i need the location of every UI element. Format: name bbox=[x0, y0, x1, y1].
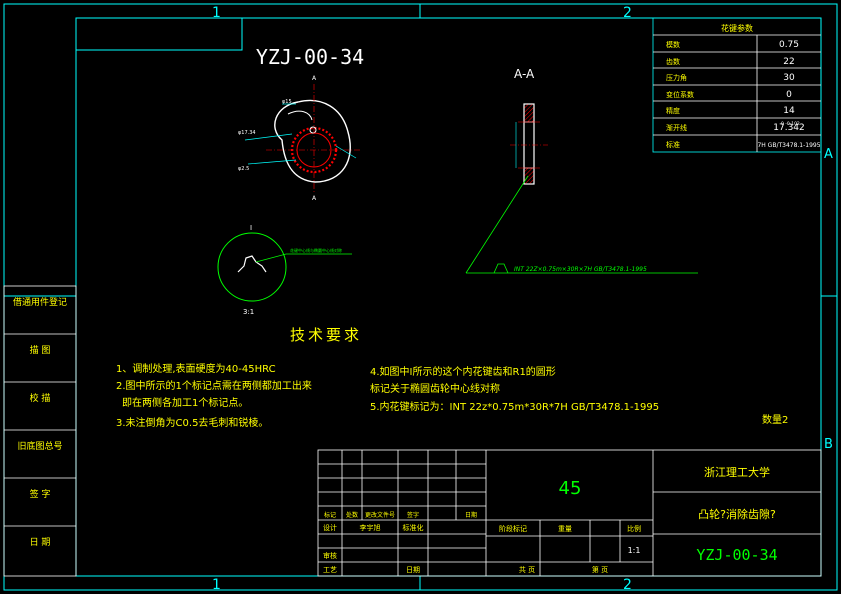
tech-item-5: 4.如图中I所示的这个内花键齿和R1的圆形 bbox=[370, 365, 556, 378]
tb-process: 工艺 bbox=[323, 566, 337, 574]
spline-row-value: 0 bbox=[786, 90, 792, 100]
tb-scale: 1:1 bbox=[628, 546, 641, 555]
tech-item-1: 1、调制处理,表面硬度为40-45HRC bbox=[116, 362, 276, 375]
left-strip-label: 旧底图总号 bbox=[17, 440, 62, 452]
detail-label-top: I bbox=[250, 224, 252, 232]
code-box bbox=[75, 17, 243, 51]
dim-small: φ2.5 bbox=[238, 166, 249, 172]
tb-row-label: 标记 bbox=[324, 511, 336, 519]
cam-outline bbox=[274, 99, 351, 183]
tb-row-label: 处数 bbox=[346, 511, 358, 519]
spline-row-label: 精度 bbox=[666, 106, 680, 115]
spline-row-value: 14 bbox=[783, 106, 795, 116]
tb-ratio: 比例 bbox=[627, 524, 641, 533]
spline-row-value: 7H GB/T3478.1-1995 bbox=[757, 142, 820, 149]
zone-bottom-1: 1 bbox=[212, 577, 221, 593]
spline-row-label: 标准 bbox=[666, 140, 680, 149]
spline-row-value: 22 bbox=[783, 57, 794, 67]
zone-bottom-2: 2 bbox=[623, 577, 632, 593]
detail-callout: 花键中心线与椭圆中心线对称 bbox=[290, 247, 342, 253]
tb-sheet: 第 页 bbox=[592, 565, 608, 574]
tech-item-3: 即在两侧各加工1个标记点。 bbox=[122, 396, 248, 409]
title-block-grid bbox=[317, 449, 822, 577]
dim-width: φ15 bbox=[282, 99, 292, 105]
marker-hole bbox=[309, 126, 317, 134]
tb-stage-mark: 阶段标记 bbox=[499, 524, 527, 533]
cam-inner-notch bbox=[287, 110, 313, 121]
tech-title: 技术要求 bbox=[290, 326, 362, 344]
spline-tolerance: 0 -0.102 bbox=[781, 121, 800, 127]
spline-row-value: 17.342 bbox=[773, 123, 805, 133]
tb-date: 日期 bbox=[406, 566, 420, 574]
left-strip-label: 日 期 bbox=[30, 537, 51, 548]
left-strip-label: 签 字 bbox=[30, 488, 51, 500]
mirror-code: YZJ-00-34 bbox=[256, 45, 364, 69]
sheet-frame bbox=[3, 3, 838, 591]
zone-right-b: B bbox=[824, 437, 833, 452]
tb-design: 设计 bbox=[323, 523, 337, 532]
tb-row-label: 日期 bbox=[465, 511, 477, 519]
spline-row-label: 齿数 bbox=[666, 57, 680, 66]
tb-weight: 重量 bbox=[558, 525, 572, 533]
zone-top-1: 1 bbox=[212, 5, 221, 21]
detail-circle bbox=[217, 232, 287, 302]
tech-item-7: 5.内花键标记为：INT 22z*0.75m*30R*7H GB/T3478.1… bbox=[370, 400, 659, 413]
spline-table-title: 花键参数 bbox=[721, 23, 753, 33]
tech-item-2: 2.图中所示的1个标记点需在两侧都加工出来 bbox=[116, 379, 312, 392]
left-strip bbox=[3, 285, 77, 577]
tb-part-name: 凸轮?消除齿隙? bbox=[698, 507, 776, 521]
spline-row-label: 压力角 bbox=[666, 73, 687, 82]
quantity: 数量2 bbox=[762, 413, 788, 426]
detail-label-bottom: 3:1 bbox=[243, 308, 254, 316]
tb-school: 浙江理工大学 bbox=[704, 465, 770, 479]
dim-main: φ17.34 bbox=[238, 130, 256, 136]
zone-top-2: 2 bbox=[623, 5, 632, 21]
tb-standard: 标准化 bbox=[403, 523, 424, 532]
spline-row-label: 变位系数 bbox=[666, 90, 694, 99]
tb-designer: 李宇旭 bbox=[360, 523, 381, 532]
left-strip-label: 校 描 bbox=[30, 392, 51, 404]
main-view bbox=[244, 84, 362, 192]
spline-table bbox=[652, 17, 822, 153]
tb-review: 审核 bbox=[323, 551, 337, 560]
spline-row-value: 0.75 bbox=[779, 40, 799, 50]
section-view bbox=[510, 103, 548, 185]
left-strip-label: 借通用件登记 bbox=[13, 296, 67, 308]
tb-row-label: 签字 bbox=[407, 511, 419, 519]
cut-marker-bottom: A bbox=[312, 195, 317, 202]
spline-row-value: 30 bbox=[783, 73, 795, 83]
zone-right-a: A bbox=[824, 147, 833, 162]
tech-item-6: 标记关于椭圆齿轮中心线对称 bbox=[370, 382, 500, 395]
spline-row-label: 模数 bbox=[666, 40, 680, 49]
spline-row-label: 渐开线 bbox=[666, 123, 687, 132]
tb-material: 45 bbox=[559, 478, 582, 499]
tech-item-4: 3.未注倒角为C0.5去毛刺和锐棱。 bbox=[116, 416, 268, 429]
section-label: A-A bbox=[514, 67, 535, 81]
spline-leader bbox=[465, 175, 698, 274]
detail-tooth bbox=[237, 255, 267, 273]
tb-drawing-no: YZJ-00-34 bbox=[696, 546, 777, 564]
cut-marker-top: A bbox=[312, 75, 317, 82]
tb-sheets: 共 页 bbox=[519, 565, 535, 574]
spline-callout: INT 22Z×0.75m×30R×7H GB/T3478.1-1995 bbox=[514, 266, 647, 273]
tb-row-label: 更改文件号 bbox=[365, 511, 395, 519]
left-strip-label: 描 图 bbox=[30, 344, 51, 356]
